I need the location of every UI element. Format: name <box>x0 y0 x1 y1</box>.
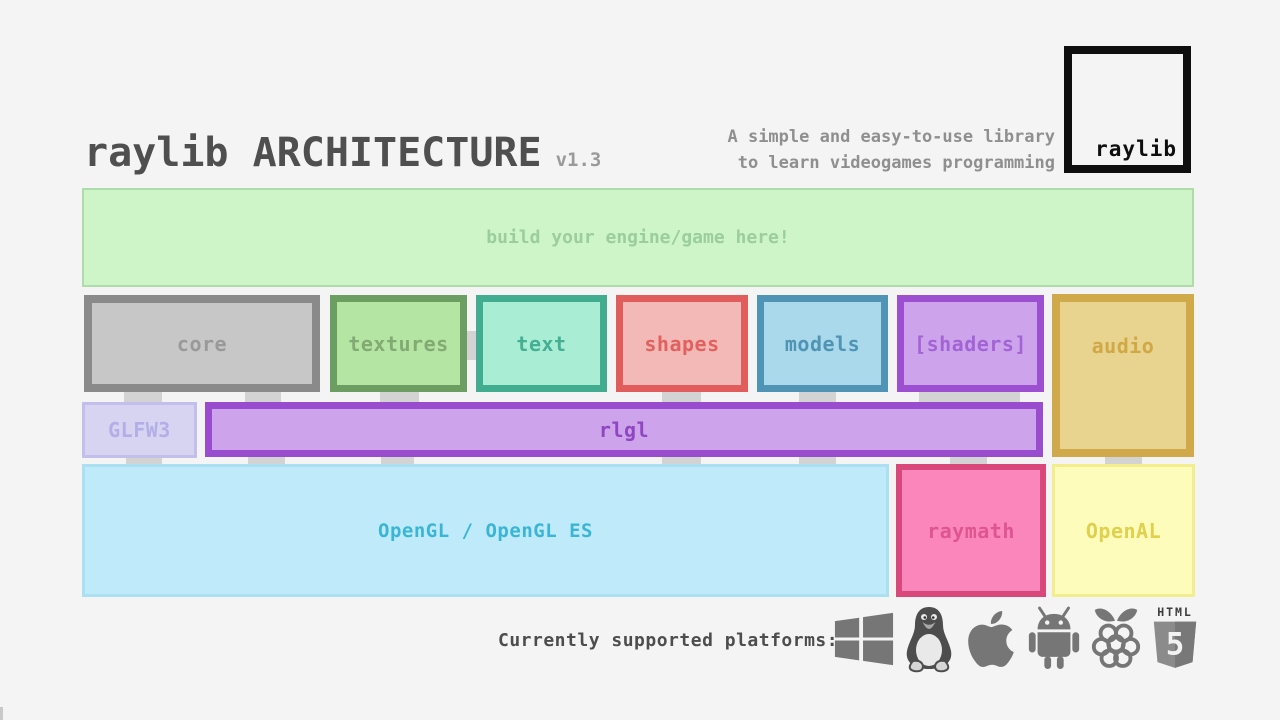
linux-icon <box>901 603 957 675</box>
module-audio: audio <box>1052 294 1194 457</box>
svg-text:HTML: HTML <box>1157 605 1193 619</box>
glfw3-box: GLFW3 <box>82 402 197 458</box>
raylib-logo-label: raylib <box>1095 137 1177 161</box>
raymath-box: raymath <box>896 464 1046 597</box>
version-label: v1.3 <box>555 149 602 171</box>
page-title: raylib ARCHITECTURE v1.3 <box>84 130 601 176</box>
windows-icon <box>833 608 895 670</box>
module-models: models <box>757 295 888 392</box>
tagline-line-1: A simple and easy-to-use library <box>727 127 1055 147</box>
openal-box: OpenAL <box>1052 464 1195 597</box>
platforms-label: Currently supported platforms: <box>498 630 839 651</box>
module-textures: textures <box>330 295 467 392</box>
module-shaders: [shaders] <box>897 295 1044 392</box>
engine-box: build your engine/game here! <box>82 188 1194 287</box>
tagline-line-2: to learn videogames programming <box>737 153 1055 173</box>
platform-icons: HTML 5 <box>833 600 1201 678</box>
module-text: text <box>476 295 607 392</box>
rlgl-box: rlgl <box>205 402 1043 457</box>
raylib-logo: raylib <box>1064 46 1191 173</box>
apple-icon <box>963 606 1019 672</box>
opengl-box: OpenGL / OpenGL ES <box>82 464 889 597</box>
page-title-text: raylib ARCHITECTURE <box>84 130 542 176</box>
module-shapes: shapes <box>616 295 748 392</box>
android-icon <box>1025 605 1083 673</box>
svg-text:5: 5 <box>1166 626 1185 662</box>
screen-edge-artifact <box>0 707 3 720</box>
module-core: core <box>84 295 320 392</box>
tagline: A simple and easy-to-use library to lear… <box>727 124 1055 176</box>
raspberry-pi-icon <box>1089 605 1143 673</box>
html5-icon: HTML 5 <box>1149 603 1201 675</box>
